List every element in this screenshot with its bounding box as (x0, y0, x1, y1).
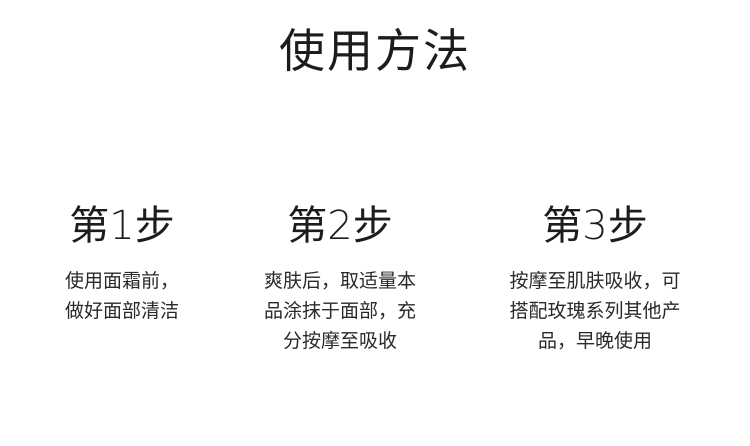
step-1: 第1步 使用面霜前， 做好面部清洁 (2, 200, 242, 326)
step-description: 按摩至肌肤吸收，可 搭配玫瑰系列其他产 品，早晚使用 (475, 266, 715, 356)
step-description: 使用面霜前， 做好面部清洁 (2, 266, 242, 326)
step-description-line: 做好面部清洁 (64, 300, 179, 322)
step-description: 爽肤后，取适量本 品涂抹于面部，充 分按摩至吸收 (220, 266, 460, 356)
step-2: 第2步 爽肤后，取适量本 品涂抹于面部，充 分按摩至吸收 (220, 200, 460, 356)
step-heading: 第1步 (69, 203, 175, 249)
step-description-line: 使用面霜前， (64, 270, 179, 292)
page-title: 使用方法 (279, 24, 471, 78)
step-3: 第3步 按摩至肌肤吸收，可 搭配玫瑰系列其他产 品，早晚使用 (475, 200, 715, 356)
step-description-line: 品涂抹于面部，充 (263, 300, 416, 322)
step-description-line: 搭配玫瑰系列其他产 (509, 300, 681, 322)
step-heading: 第3步 (542, 203, 648, 249)
step-heading: 第2步 (287, 203, 393, 249)
step-description-line: 爽肤后，取适量本 (263, 270, 416, 292)
step-description-line: 品，早晚使用 (537, 330, 652, 352)
step-description-line: 分按摩至吸收 (282, 330, 397, 352)
step-description-line: 按摩至肌肤吸收，可 (509, 270, 681, 292)
